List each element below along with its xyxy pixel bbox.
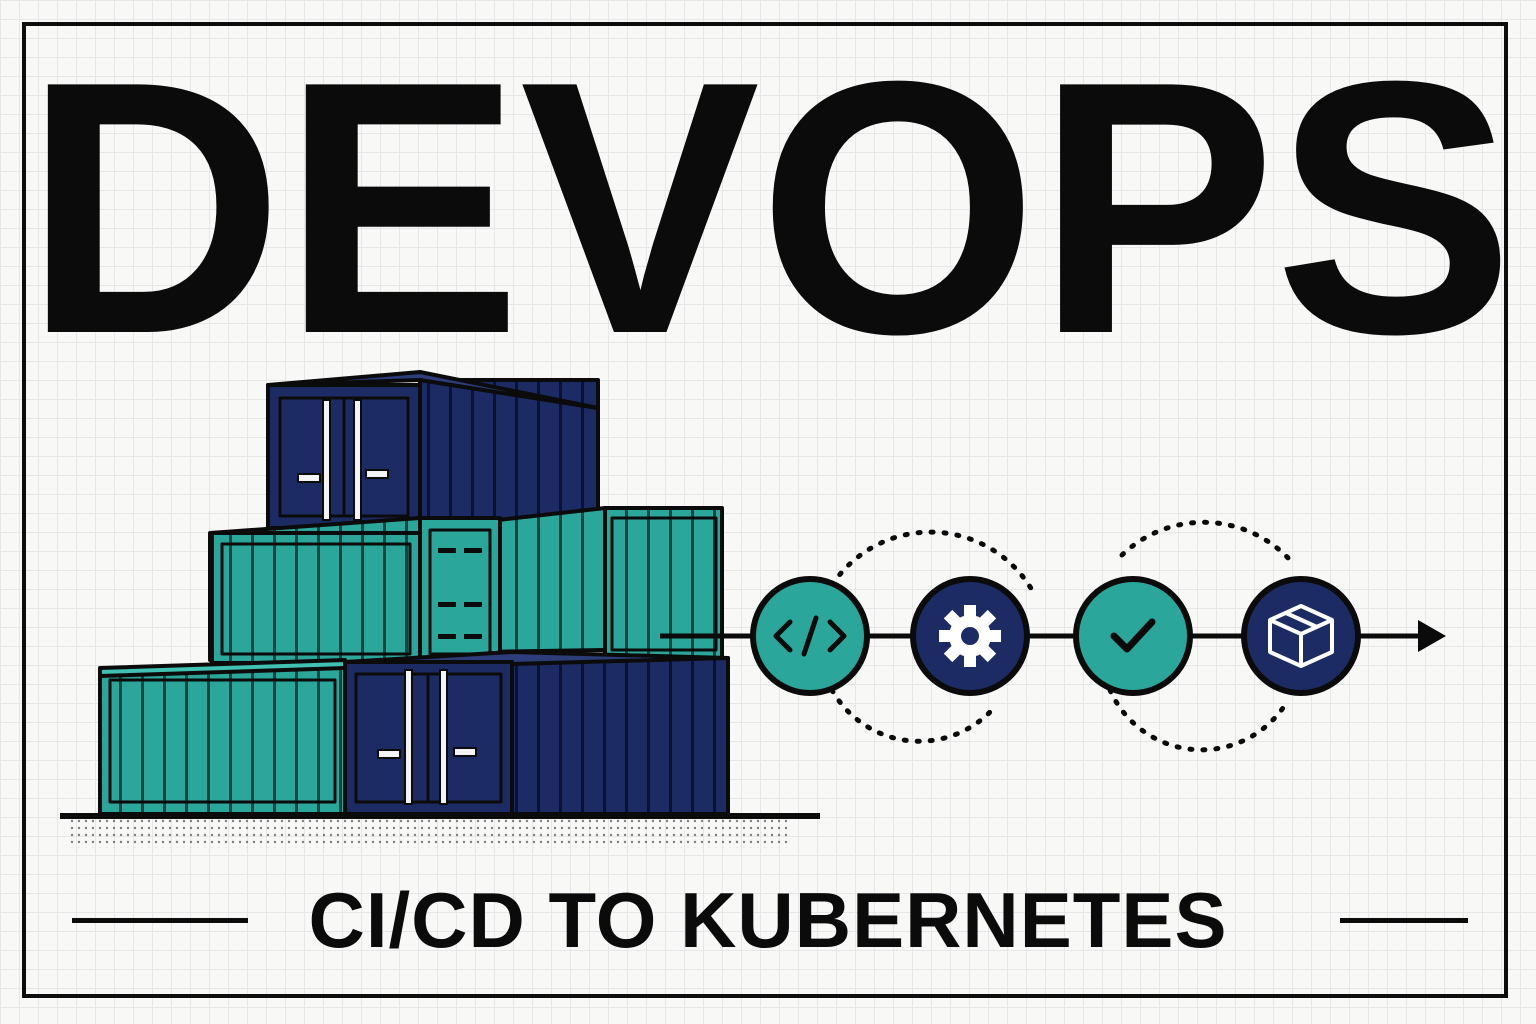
- package-box-icon: [1268, 604, 1334, 668]
- container-bottom-left-teal: [98, 658, 347, 816]
- subtitle-rule-right: [1340, 918, 1468, 923]
- ground: [60, 813, 820, 848]
- container-top-navy: [266, 370, 600, 530]
- dotted-loops: [829, 519, 1293, 753]
- stage-test: [1073, 576, 1193, 696]
- stage-code: [750, 576, 870, 696]
- gear-icon: [939, 605, 1001, 667]
- checkmark-icon: [1110, 618, 1156, 653]
- container-middle-left-teal: [208, 516, 502, 666]
- poster-title: DEVOPS: [23, 7, 1514, 409]
- poster-subtitle: CI/CD TO KUBERNETES: [308, 876, 1228, 964]
- code-icon: [773, 615, 847, 657]
- subtitle-row: CI/CD TO KUBERNETES: [0, 870, 1536, 970]
- poster-frame: [22, 22, 1508, 998]
- stage-deploy: [1241, 576, 1361, 696]
- container-middle-right-teal: [478, 506, 724, 660]
- container-bottom-navy: [343, 650, 730, 816]
- stage-build: [910, 576, 1030, 696]
- subtitle-rule-left: [72, 918, 248, 923]
